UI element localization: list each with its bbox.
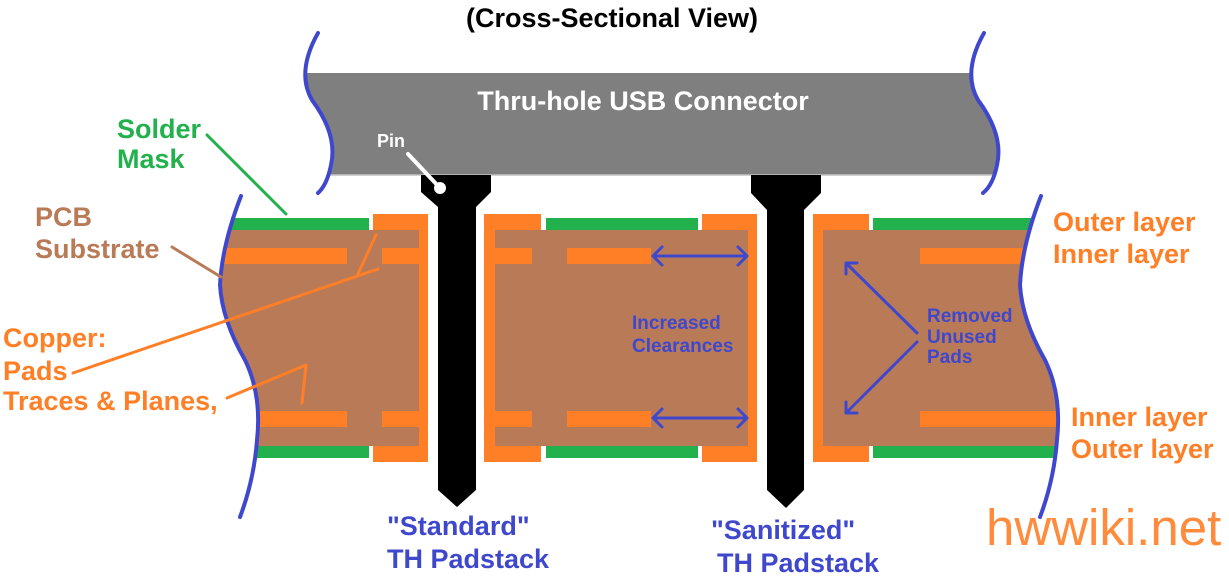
removed-unused-pads-label-line: Pads <box>927 347 972 368</box>
layer-labels-bottom: Inner layer Outer layer <box>1071 402 1214 464</box>
inner-trace-top-left <box>215 248 347 264</box>
connector-break-line-right <box>969 31 1001 195</box>
pcb-break-mask-right <box>1020 196 1075 517</box>
inner-layer-label-bottom: Inner layer <box>1071 402 1208 432</box>
standard-inner-pad-top-right <box>495 248 532 264</box>
watermark: hwwiki.net <box>986 499 1221 556</box>
removed-pad-arrow-top <box>844 261 919 335</box>
pcb-break-line-right <box>1017 194 1061 519</box>
solder-mask-label: Solder Mask <box>117 114 202 174</box>
sanitized-top-pad-right <box>813 214 869 230</box>
substrate-middle <box>495 230 748 446</box>
pin-pointer-line <box>406 152 442 190</box>
pcb-substrate-label: PCB Substrate <box>35 202 160 264</box>
connector-label: Thru-hole USB Connector <box>477 86 809 116</box>
copper-traces-leader <box>225 363 308 405</box>
sanitized-padstack-label-line: TH Padstack <box>717 548 880 578</box>
standard-padstack-label: "Standard" TH Padstack <box>387 511 550 574</box>
pcb-break-line-left <box>217 194 261 519</box>
copper-label: Copper: Pads Traces & Planes, <box>3 323 218 416</box>
sanitized-bottom-pad-left <box>702 446 757 462</box>
sanitized-top-pad-left <box>702 214 757 230</box>
outer-layer-label-top: Outer layer <box>1053 207 1196 237</box>
clearance-arrow-bottom <box>651 407 749 429</box>
standard-padstack-label-line: TH Padstack <box>387 544 550 574</box>
solder-mask-layer <box>215 218 1065 458</box>
sanitized-padstack-label: "Sanitized" TH Padstack <box>711 515 880 578</box>
connector-pin-sanitized <box>751 175 821 508</box>
diagram-title: (Cross-Sectional View) <box>466 3 758 33</box>
standard-inner-pad-bottom-left <box>382 411 419 427</box>
pcb-substrate-label-line: PCB <box>35 202 92 232</box>
pin-pointer <box>406 152 446 194</box>
substrate-leader <box>170 245 223 279</box>
sanitized-padstack-label-line: "Sanitized" <box>711 515 855 545</box>
sanitized-barrel-left <box>748 230 757 446</box>
solder-mask-bottom-right <box>873 446 1065 458</box>
pin-pointer-dot <box>434 182 446 194</box>
copper-label-line: Traces & Planes, <box>3 386 218 416</box>
solder-mask-top-middle <box>546 218 698 230</box>
usb-connector: Thru-hole USB Connector <box>280 31 1020 195</box>
pcb-substrate-label-line: Substrate <box>35 234 160 264</box>
copper-layer <box>215 214 1065 462</box>
standard-barrel-left <box>419 230 428 446</box>
sanitized-barrel-right <box>813 230 823 446</box>
outer-layer-label-bottom: Outer layer <box>1071 434 1214 464</box>
solder-mask-leader <box>205 133 288 216</box>
layer-labels-top: Outer layer Inner layer <box>1053 207 1196 269</box>
connector-break-mask-left <box>280 33 333 193</box>
inner-layer-label-top: Inner layer <box>1053 239 1190 269</box>
standard-bottom-pad-left <box>373 446 428 462</box>
connector-break-line-left <box>303 31 335 195</box>
standard-bottom-pad-right <box>484 446 541 462</box>
solder-mask-bottom-middle <box>546 446 698 458</box>
solder-mask-label-line: Mask <box>117 144 186 174</box>
increased-clearances-label-line: Clearances <box>632 336 733 357</box>
copper-label-line: Pads <box>3 356 68 386</box>
removed-unused-pads-label: Removed Unused Pads <box>927 306 1013 368</box>
solder-mask-label-line: Solder <box>117 114 202 144</box>
inner-trace-bottom-middle <box>567 411 651 427</box>
removed-pad-arrow-bottom <box>844 340 919 415</box>
pin-label: Pin <box>377 131 405 151</box>
substrate-layer <box>215 230 1065 446</box>
solder-mask-top-left <box>215 218 369 230</box>
standard-inner-pad-top-left <box>382 248 419 264</box>
increased-clearances-label-line: Increased <box>632 313 721 334</box>
removed-unused-pads-label-line: Removed <box>927 306 1013 327</box>
sanitized-bottom-pad-right <box>813 446 869 462</box>
connector-break-mask-right <box>971 33 1020 193</box>
increased-clearances-label: Increased Clearances <box>632 313 733 357</box>
clearance-arrow-top <box>651 245 749 267</box>
standard-inner-pad-bottom-right <box>495 411 532 427</box>
connector-pin-standard <box>421 175 491 507</box>
copper-pads-leader <box>71 233 380 375</box>
standard-top-pad-left <box>373 214 428 230</box>
standard-barrel-right <box>484 230 495 446</box>
copper-label-line: Copper: <box>3 323 107 353</box>
inner-trace-bottom-right <box>920 411 1065 427</box>
solder-mask-top-right <box>873 218 1065 230</box>
standard-top-pad-right <box>484 214 541 230</box>
standard-padstack-label-line: "Standard" <box>387 511 530 541</box>
inner-trace-top-middle <box>567 248 651 264</box>
removed-unused-pads-label-line: Unused <box>927 327 997 348</box>
